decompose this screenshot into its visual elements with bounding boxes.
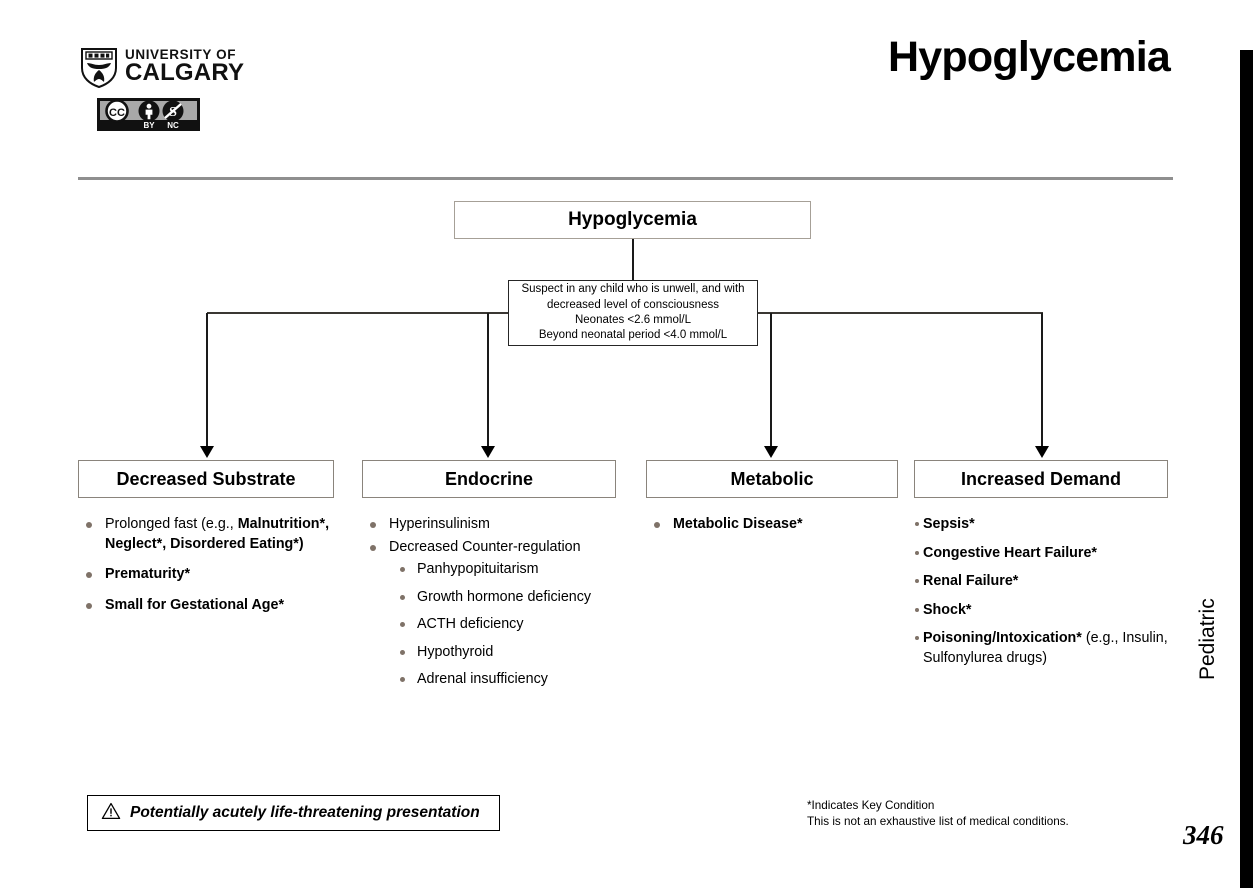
warning-legend-box: Potentially acutely life-threatening pre… bbox=[87, 795, 500, 831]
item-normal: Hyperinsulinism bbox=[389, 516, 490, 532]
page-number: 346 bbox=[1183, 820, 1224, 850]
header-divider bbox=[78, 177, 1173, 180]
creative-commons-badge: CC S BY NC bbox=[97, 98, 200, 131]
list-item: Poisoning/Intoxication* (e.g., Insulin, … bbox=[914, 629, 1168, 668]
sub-list: Panhypopituitarism Growth hormone defici… bbox=[389, 560, 616, 690]
item-bold: Sepsis* bbox=[923, 516, 975, 532]
flow-suspect-node: Suspect in any child who is unwell, and … bbox=[508, 280, 758, 346]
page-title: Hypoglycemia bbox=[888, 33, 1171, 81]
category-column-increased-demand: Increased Demand Sepsis* Congestive Hear… bbox=[914, 460, 1168, 677]
category-body: Hyperinsulinism Decreased Counter-regula… bbox=[362, 515, 616, 690]
sub-list-item: ACTH deficiency bbox=[389, 615, 616, 635]
category-column-decreased-substrate: Decreased Substrate Prolonged fast (e.g.… bbox=[78, 460, 334, 626]
list-item: Renal Failure* bbox=[914, 572, 1168, 592]
footnote: *Indicates Key Condition This is not an … bbox=[807, 798, 1069, 831]
list-item: Small for Gestational Age* bbox=[78, 596, 334, 616]
sub-list-item: Growth hormone deficiency bbox=[389, 588, 616, 608]
item-bold: Small for Gestational Age* bbox=[105, 596, 285, 613]
connector-stem bbox=[632, 239, 634, 281]
list-item: Metabolic Disease* bbox=[646, 515, 898, 535]
list-item: Shock* bbox=[914, 601, 1168, 621]
category-heading: Metabolic bbox=[646, 460, 898, 498]
item-bold: Shock* bbox=[923, 601, 972, 618]
item-bold: Prematurity* bbox=[105, 566, 191, 583]
university-logo: UNIVERSITY OF CALGARY bbox=[80, 46, 244, 88]
arrowhead-1 bbox=[200, 446, 214, 458]
connector-drop-4 bbox=[1041, 313, 1043, 447]
license-nc-label: NC bbox=[167, 121, 179, 130]
list-item: Prolonged fast (e.g., Malnutrition*, Neg… bbox=[78, 515, 334, 554]
list-item: Decreased Counter-regulation Panhypopitu… bbox=[362, 538, 616, 690]
logo-line-1: UNIVERSITY OF bbox=[125, 47, 237, 63]
category-heading: Increased Demand bbox=[914, 460, 1168, 498]
flow-root-node: Hypoglycemia bbox=[454, 201, 811, 239]
category-column-metabolic: Metabolic Metabolic Disease* bbox=[646, 460, 898, 546]
list-item: Sepsis* bbox=[914, 515, 1168, 535]
license-by-label: BY bbox=[143, 121, 155, 130]
list-item: Congestive Heart Failure* bbox=[914, 544, 1168, 564]
connector-drop-1 bbox=[206, 313, 208, 447]
arrowhead-2 bbox=[481, 446, 495, 458]
suspect-line-4: Beyond neonatal period <4.0 mmol/L bbox=[538, 329, 728, 342]
category-column-endocrine: Endocrine Hyperinsulinism Decreased Coun… bbox=[362, 460, 616, 698]
warning-triangle-icon bbox=[101, 802, 121, 825]
university-of-calgary-shield-icon bbox=[80, 46, 118, 88]
connector-drop-2 bbox=[487, 313, 489, 447]
sub-list-item: Panhypopituitarism bbox=[389, 560, 616, 580]
suspect-line-2: decreased level of consciousness bbox=[547, 298, 719, 311]
logo-line-2: CALGARY bbox=[125, 59, 245, 87]
item-bold: Metabolic Disease* bbox=[673, 516, 803, 532]
item-bold: Congestive Heart Failure* bbox=[923, 544, 1097, 561]
university-logo-wordmark: UNIVERSITY OF CALGARY bbox=[125, 47, 245, 87]
right-edge-bar bbox=[1240, 50, 1253, 888]
suspect-line-1: Suspect in any child who is unwell, and … bbox=[521, 283, 745, 296]
footnote-line-2: This is not an exhaustive list of medica… bbox=[807, 815, 1069, 829]
sub-list-item: Hypothyroid bbox=[389, 643, 616, 663]
category-body: Sepsis* Congestive Heart Failure* Renal … bbox=[914, 515, 1168, 668]
item-bold: Renal Failure* bbox=[923, 573, 1019, 590]
section-side-label: Pediatric bbox=[1196, 598, 1219, 680]
list-item: Prematurity* bbox=[78, 565, 334, 585]
sub-list-item: Adrenal insufficiency bbox=[389, 670, 616, 690]
footnote-line-1: *Indicates Key Condition bbox=[807, 799, 935, 812]
svg-text:CC: CC bbox=[109, 107, 125, 119]
arrowhead-3 bbox=[764, 446, 778, 458]
category-heading: Endocrine bbox=[362, 460, 616, 498]
item-bold: Malnutrition*, Neglect*, Disordered Eati… bbox=[105, 516, 330, 552]
item-bold: Poisoning/Intoxication* bbox=[923, 630, 1082, 647]
list-item: Hyperinsulinism bbox=[362, 515, 616, 535]
warning-legend-text: Potentially acutely life-threatening pre… bbox=[130, 804, 480, 821]
arrowhead-4 bbox=[1035, 446, 1049, 458]
category-heading: Decreased Substrate bbox=[78, 460, 334, 498]
connector-drop-3 bbox=[770, 313, 772, 447]
item-normal: Prolonged fast (e.g., bbox=[105, 516, 238, 532]
item-normal: Decreased Counter-regulation bbox=[389, 538, 581, 555]
category-body: Prolonged fast (e.g., Malnutrition*, Neg… bbox=[78, 515, 334, 615]
item-normal: (e.g., Insulin, Sulfonylurea drugs) bbox=[923, 630, 1168, 666]
suspect-line-3: Neonates <2.6 mmol/L bbox=[574, 314, 692, 326]
category-body: Metabolic Disease* bbox=[646, 515, 898, 535]
